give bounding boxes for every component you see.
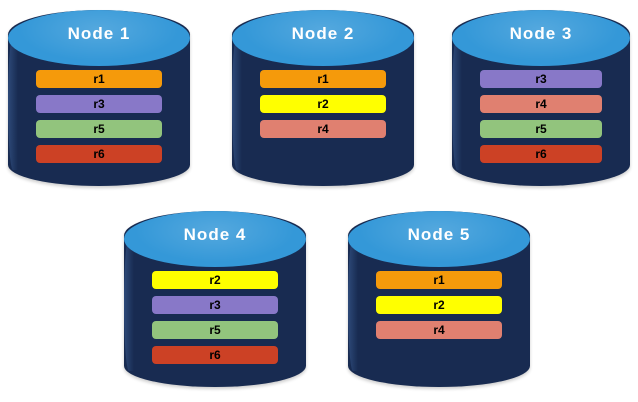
database-node-2[interactable]: Node 2 r1 r2 r4 (232, 10, 414, 186)
replica-list: r1 r2 r4 (232, 70, 414, 138)
cylinder-top-disc (348, 211, 530, 267)
replica-bar-r4[interactable]: r4 (376, 321, 502, 339)
replica-bar-r2[interactable]: r2 (260, 95, 386, 113)
replica-bar-r6[interactable]: r6 (152, 346, 278, 364)
replica-bar-r5[interactable]: r5 (152, 321, 278, 339)
database-node-3[interactable]: Node 3 r3 r4 r5 r6 (452, 10, 630, 186)
node-title: Node 2 (291, 24, 355, 43)
node-title: Node 3 (509, 24, 573, 43)
database-node-5[interactable]: Node 5 r1 r2 r4 (348, 211, 530, 387)
replica-bar-r4[interactable]: r4 (480, 95, 602, 113)
replica-bar-r2[interactable]: r2 (376, 296, 502, 314)
replica-bar-r1[interactable]: r1 (36, 70, 162, 88)
replica-bar-r3[interactable]: r3 (36, 95, 162, 113)
replica-bar-r5[interactable]: r5 (480, 120, 602, 138)
node-title: Node 1 (67, 24, 131, 43)
replica-list: r1 r3 r5 r6 (8, 70, 190, 163)
cylinder-top-disc (124, 211, 306, 267)
replica-list: r2 r3 r5 r6 (124, 271, 306, 364)
node-title: Node 4 (183, 225, 247, 244)
replica-bar-r1[interactable]: r1 (376, 271, 502, 289)
replica-list: r3 r4 r5 r6 (452, 70, 630, 163)
replica-bar-r1[interactable]: r1 (260, 70, 386, 88)
replica-bar-r3[interactable]: r3 (152, 296, 278, 314)
replica-bar-r6[interactable]: r6 (36, 145, 162, 163)
database-node-1[interactable]: Node 1 r1 r3 r5 r6 (8, 10, 190, 186)
replica-bar-r4[interactable]: r4 (260, 120, 386, 138)
cylinder-top-disc (8, 10, 190, 66)
replica-list: r1 r2 r4 (348, 271, 530, 339)
replica-bar-r3[interactable]: r3 (480, 70, 602, 88)
replica-bar-r2[interactable]: r2 (152, 271, 278, 289)
replica-bar-r5[interactable]: r5 (36, 120, 162, 138)
replica-bar-r6[interactable]: r6 (480, 145, 602, 163)
node-title: Node 5 (407, 225, 471, 244)
cylinder-top-disc (452, 10, 630, 66)
database-node-4[interactable]: Node 4 r2 r3 r5 r6 (124, 211, 306, 387)
cylinder-top-disc (232, 10, 414, 66)
